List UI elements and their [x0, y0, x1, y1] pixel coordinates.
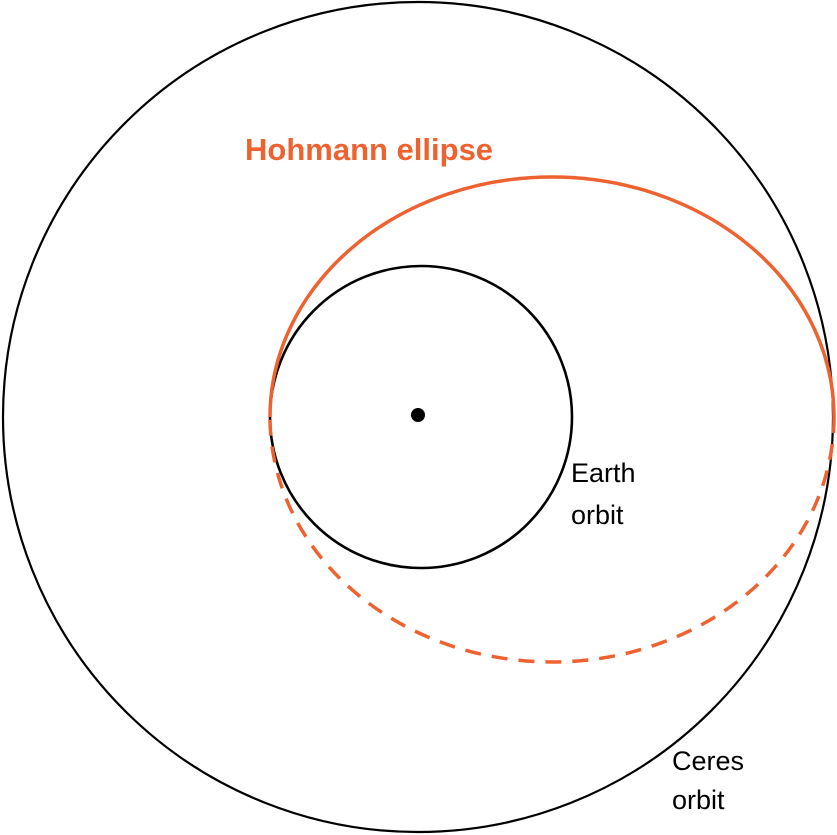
earth-orbit-label-line1: Earth: [571, 458, 636, 488]
ceres-orbit-label-line1: Ceres: [672, 746, 744, 776]
sun-dot: [411, 408, 425, 422]
earth-orbit-label-line2: orbit: [571, 500, 624, 530]
hohmann-ellipse-label: Hohmann ellipse: [245, 132, 493, 167]
hohmann-ellipse-dashed-arc: [268, 416, 836, 664]
ceres-orbit-label-line2: orbit: [672, 785, 725, 815]
hohmann-ellipse-solid-arc: [268, 175, 836, 418]
